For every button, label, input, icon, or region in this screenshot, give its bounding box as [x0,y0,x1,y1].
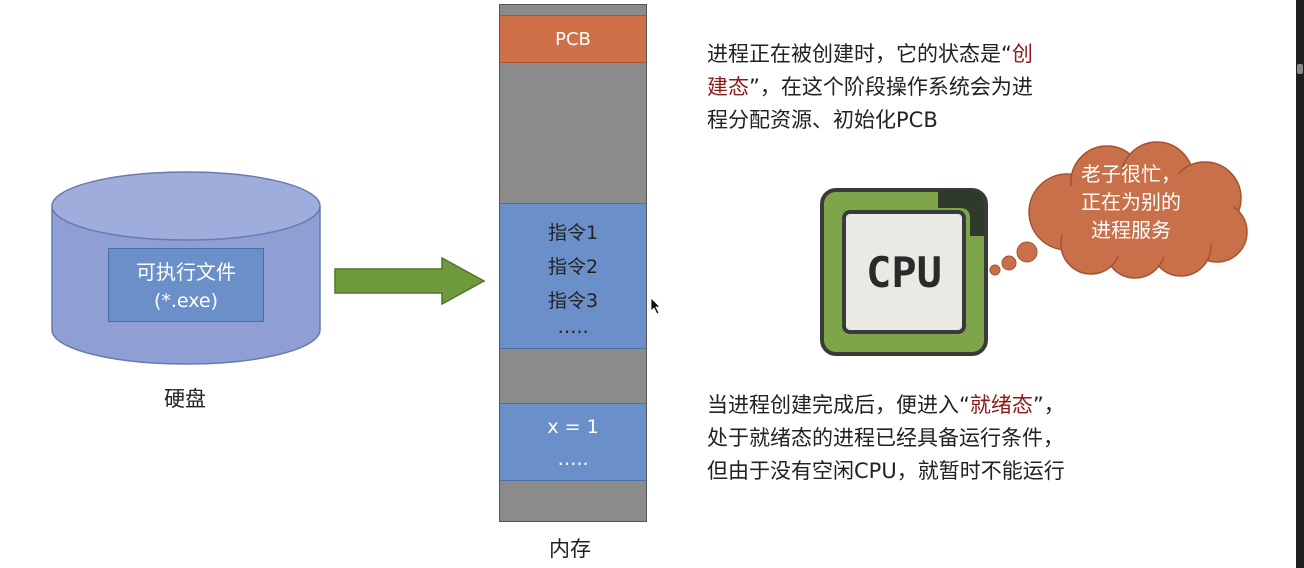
edge-indicator [1297,64,1303,74]
data-item: x = 1 [547,416,599,438]
instruction-item: 指令2 [547,256,599,278]
cloud-line: 进程服务 [1091,218,1171,242]
mouse-cursor-icon [650,297,661,315]
text-segment: 程分配资源、初始化PCB [707,108,938,132]
executable-file-ext: (*.exe) [153,290,219,312]
text-segment: ”，在这个阶段操作系统会为进 [749,75,1033,99]
executable-file-label: 可执行文件 [136,260,236,284]
highlight-text: 就绪态 [969,393,1033,417]
data-block: x = 1 ….. [500,403,646,481]
instruction-item: ….. [557,316,589,338]
highlight-text: 创 [1011,42,1033,66]
window-edge-bar [1296,0,1304,568]
load-arrow [334,257,486,305]
pcb-block: PCB [500,15,646,63]
creation-state-text: 进程正在被创建时，它的状态是“创 建态”，在这个阶段操作系统会为进 程分配资源、… [707,38,1147,137]
data-item: ….. [557,448,589,470]
highlight-text: 建态 [707,75,749,99]
cloud-line: 老子很忙， [1081,162,1181,186]
text-segment: ”， [1032,393,1065,417]
memory-label: 内存 [549,537,591,561]
text-segment: 但由于没有空闲CPU，就暂时不能运行 [707,459,1065,483]
disk-label: 硬盘 [164,387,206,411]
instruction-block: 指令1 指令2 指令3 ….. [500,203,646,349]
text-segment: 进程正在被创建时，它的状态是“ [707,42,1012,66]
cloud-line: 正在为别的 [1081,190,1181,214]
cloud-text: 老子很忙， 正在为别的 进程服务 [1036,160,1226,244]
text-segment: 处于就绪态的进程已经具备运行条件， [707,426,1064,450]
executable-file-box: 可执行文件 (*.exe) [108,248,264,322]
memory-column: PCB 指令1 指令2 指令3 ….. x = 1 ….. [499,4,647,522]
cpu-icon: CPU [820,188,988,356]
thought-cloud [989,141,1248,279]
instruction-item: 指令1 [547,222,599,244]
text-segment: 当进程创建完成后，便进入“ [707,393,970,417]
cpu-label: CPU [866,248,942,297]
instruction-item: 指令3 [547,290,599,312]
ready-state-text: 当进程创建完成后，便进入“就绪态”， 处于就绪态的进程已经具备运行条件， 但由于… [707,389,1187,488]
